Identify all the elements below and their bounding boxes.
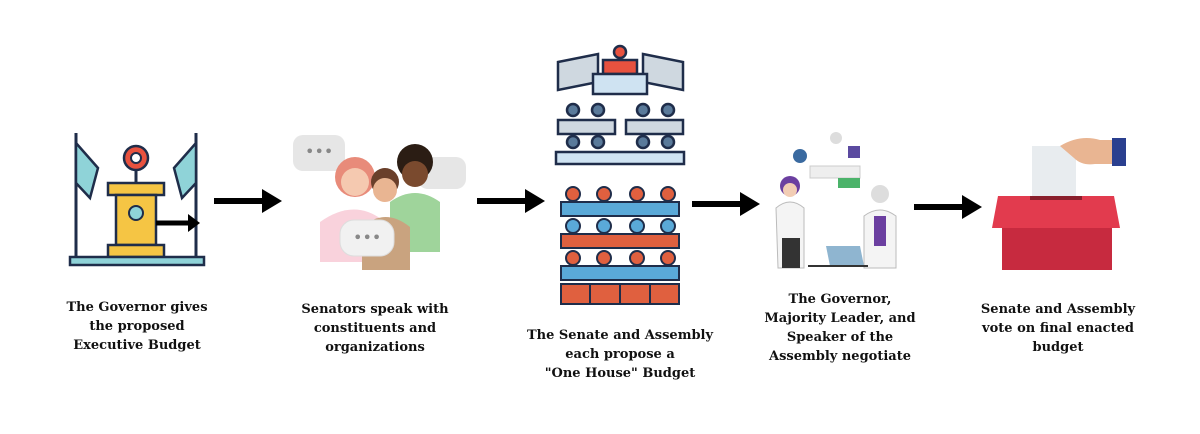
step-4-caption: The Governor, Majority Leader, and Speak… — [764, 292, 916, 364]
arrow-right-icon — [914, 195, 982, 219]
people-talking-icon: ••• ••• — [293, 135, 466, 270]
arrow-right-icon — [214, 189, 282, 213]
step-2-caption: Senators speak with constituents and org… — [301, 302, 449, 355]
legislature-chambers-icon — [554, 44, 686, 305]
arrow-right-icon — [477, 189, 545, 213]
ballot-box-icon — [992, 138, 1126, 270]
svg-text:•••: ••• — [305, 142, 333, 161]
step-3-caption: The Senate and Assembly each propose a "… — [526, 328, 714, 381]
podium-icon — [68, 133, 206, 267]
step-1-caption: The Governor gives the proposed Executiv… — [66, 300, 208, 353]
negotiation-icon — [775, 132, 897, 269]
step-5-caption: Senate and Assembly vote on final enacte… — [980, 302, 1136, 355]
svg-text:•••: ••• — [353, 228, 381, 247]
arrow-right-icon — [692, 192, 760, 216]
